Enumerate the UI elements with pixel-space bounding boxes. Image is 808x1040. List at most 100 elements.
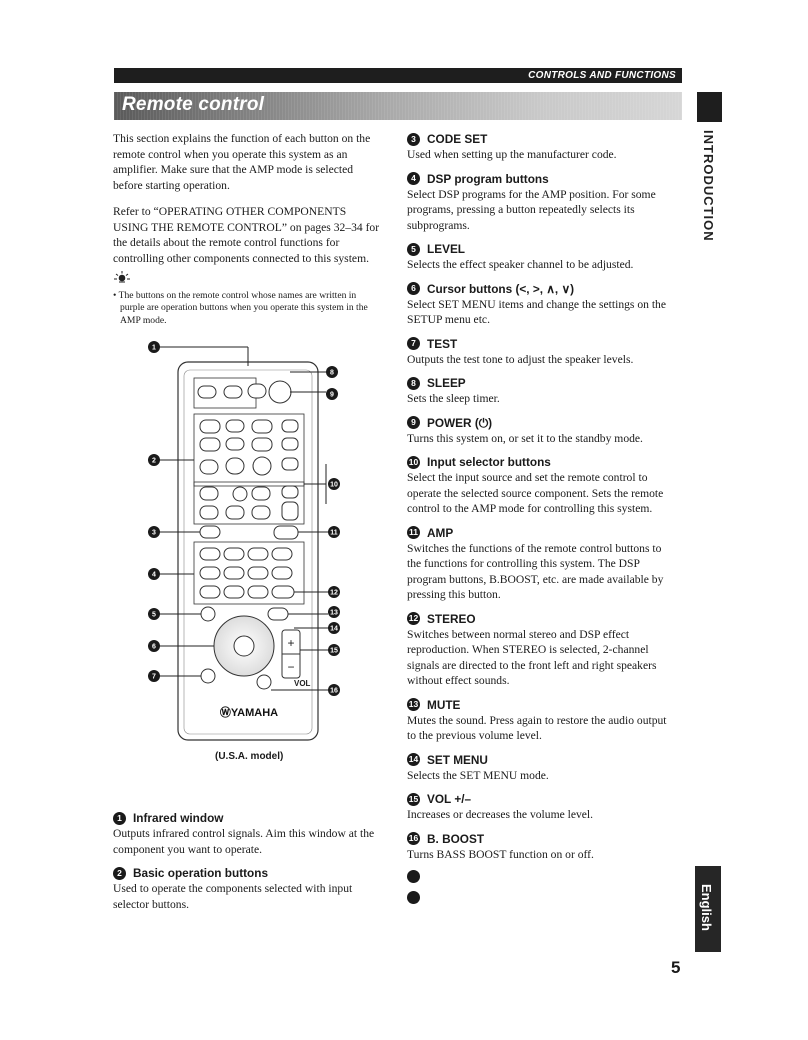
svg-text:6: 6 xyxy=(152,644,156,651)
item-number-badge xyxy=(407,870,420,883)
item-number-badge: 10 xyxy=(407,455,420,469)
intro-paragraph-2: Refer to “OPERATING OTHER COMPONENTS USI… xyxy=(113,205,380,265)
svg-text:15: 15 xyxy=(330,648,338,655)
item-heading: B. BOOST xyxy=(427,831,485,846)
item-number-badge: 1 xyxy=(113,811,126,825)
note-text: • The buttons on the remote control whos… xyxy=(113,289,368,326)
right-item-list: 3 CODE SET Used when setting up the manufa… xyxy=(407,131,677,912)
svg-text:5: 5 xyxy=(152,612,156,619)
item-heading: Basic operation buttons xyxy=(133,866,269,880)
language-tab-label: English xyxy=(699,884,714,931)
svg-text:13: 13 xyxy=(330,610,338,617)
brand-logo: ⓌYAMAHA xyxy=(220,705,278,719)
svg-text:14: 14 xyxy=(330,626,338,633)
list-item: 2 Basic operation buttons Used to operate… xyxy=(113,865,383,912)
svg-text:12: 12 xyxy=(330,590,338,597)
chapter-tab-marker xyxy=(697,92,722,122)
item-heading: Infrared window xyxy=(133,811,224,825)
list-item: 9 POWER (⏻)Turns this system on, or set i… xyxy=(407,415,677,447)
item-description: Mutes the sound. Press again to restore … xyxy=(407,713,667,743)
item-description: Outputs the test tone to adjust the spea… xyxy=(407,352,634,366)
svg-text:−: − xyxy=(287,660,294,674)
left-item-list: 1 Infrared window Outputs infrared contro… xyxy=(113,810,383,920)
page-title: Remote control xyxy=(122,94,265,115)
item-heading: MUTE xyxy=(427,697,461,712)
item-number-badge: 16 xyxy=(407,832,420,845)
item-description: Selects the effect speaker channel to be… xyxy=(407,258,634,271)
svg-text:3: 3 xyxy=(152,530,156,537)
item-heading: SET MENU xyxy=(427,752,488,767)
list-item: 5 LEVEL Selects the effect speaker channel… xyxy=(407,241,677,273)
svg-text:16: 16 xyxy=(330,688,338,695)
item-description: Switches between normal stereo and DSP e… xyxy=(407,627,657,688)
section-label: CONTROLS AND FUNCTIONS xyxy=(528,70,676,81)
item-number-badge: 13 xyxy=(407,698,420,711)
item-heading: Cursor buttons (<, >, ∧, ∨) xyxy=(427,281,575,296)
item-description: Outputs infrared control signals. Aim th… xyxy=(113,827,375,856)
list-item: 3 CODE SET Used when setting up the manufa… xyxy=(407,131,677,163)
item-heading: VOL +/– xyxy=(427,792,472,806)
svg-text:8: 8 xyxy=(330,370,334,377)
language-tab xyxy=(695,866,721,952)
item-description: Selects the SET MENU mode. xyxy=(407,768,549,782)
chapter-tab-label: INTRODUCTION xyxy=(701,130,716,242)
svg-text:10: 10 xyxy=(330,482,338,489)
item-number-badge: 15 xyxy=(407,792,420,806)
item-heading: DSP program buttons xyxy=(427,171,549,186)
item-description: Used to operate the components selected … xyxy=(113,882,353,911)
item-number-badge: 14 xyxy=(407,753,420,766)
item-description: Increases or decreases the volume level. xyxy=(407,808,594,821)
list-item xyxy=(407,891,677,904)
item-description: Turns this system on, or set it to the s… xyxy=(407,431,643,445)
list-item: 1 Infrared window Outputs infrared contro… xyxy=(113,810,383,857)
item-number-badge: 12 xyxy=(407,612,420,625)
list-item: 15 VOL +/– Increases or decreases the volu… xyxy=(407,791,677,823)
intro-paragraph-1: This section explains the function of ea… xyxy=(113,132,371,192)
item-number-badge: 5 xyxy=(407,242,420,256)
list-item xyxy=(407,870,677,883)
list-item: 6 Cursor buttons (<, >, ∧, ∨)Select SET M… xyxy=(407,281,677,328)
item-description: Used when setting up the manufacturer co… xyxy=(407,148,617,161)
section-header-bar: CONTROLS AND FUNCTIONS xyxy=(114,68,682,83)
svg-text:9: 9 xyxy=(330,392,334,399)
item-number-badge: 3 xyxy=(407,132,420,146)
item-number-badge: 4 xyxy=(407,172,420,185)
item-number-badge: 7 xyxy=(407,337,420,350)
svg-text:2: 2 xyxy=(152,458,156,465)
item-description: Switches the functions of the remote con… xyxy=(407,541,664,602)
item-heading: TEST xyxy=(427,336,458,351)
item-description: Select SET MENU items and change the set… xyxy=(407,297,666,327)
svg-text:VOL: VOL xyxy=(294,679,311,688)
item-number-badge: 11 xyxy=(407,526,420,539)
item-number-badge: 9 xyxy=(407,416,420,429)
item-number-badge: 6 xyxy=(407,282,420,295)
page-number: 5 xyxy=(671,958,681,977)
item-number-badge xyxy=(407,891,420,904)
item-description: Sets the sleep timer. xyxy=(407,392,500,405)
svg-text:11: 11 xyxy=(330,530,338,537)
item-heading: Input selector buttons xyxy=(427,455,551,469)
item-number-badge: 8 xyxy=(407,376,420,390)
item-description: Select the input source and set the remo… xyxy=(407,471,664,515)
item-heading: POWER (⏻) xyxy=(427,415,493,430)
intro-column: This section explains the function of ea… xyxy=(113,131,383,338)
figure-caption: (U.S.A. model) xyxy=(215,751,284,762)
item-description: Select DSP programs for the AMP position… xyxy=(407,187,656,232)
svg-text:1: 1 xyxy=(152,345,156,352)
svg-text:+: + xyxy=(287,636,294,650)
item-heading: LEVEL xyxy=(427,242,466,256)
item-heading: STEREO xyxy=(427,611,476,626)
item-heading: AMP xyxy=(427,525,454,540)
item-description: Turns BASS BOOST function on or off. xyxy=(407,847,594,861)
item-heading: CODE SET xyxy=(427,132,488,146)
item-number-badge: 2 xyxy=(113,866,126,880)
